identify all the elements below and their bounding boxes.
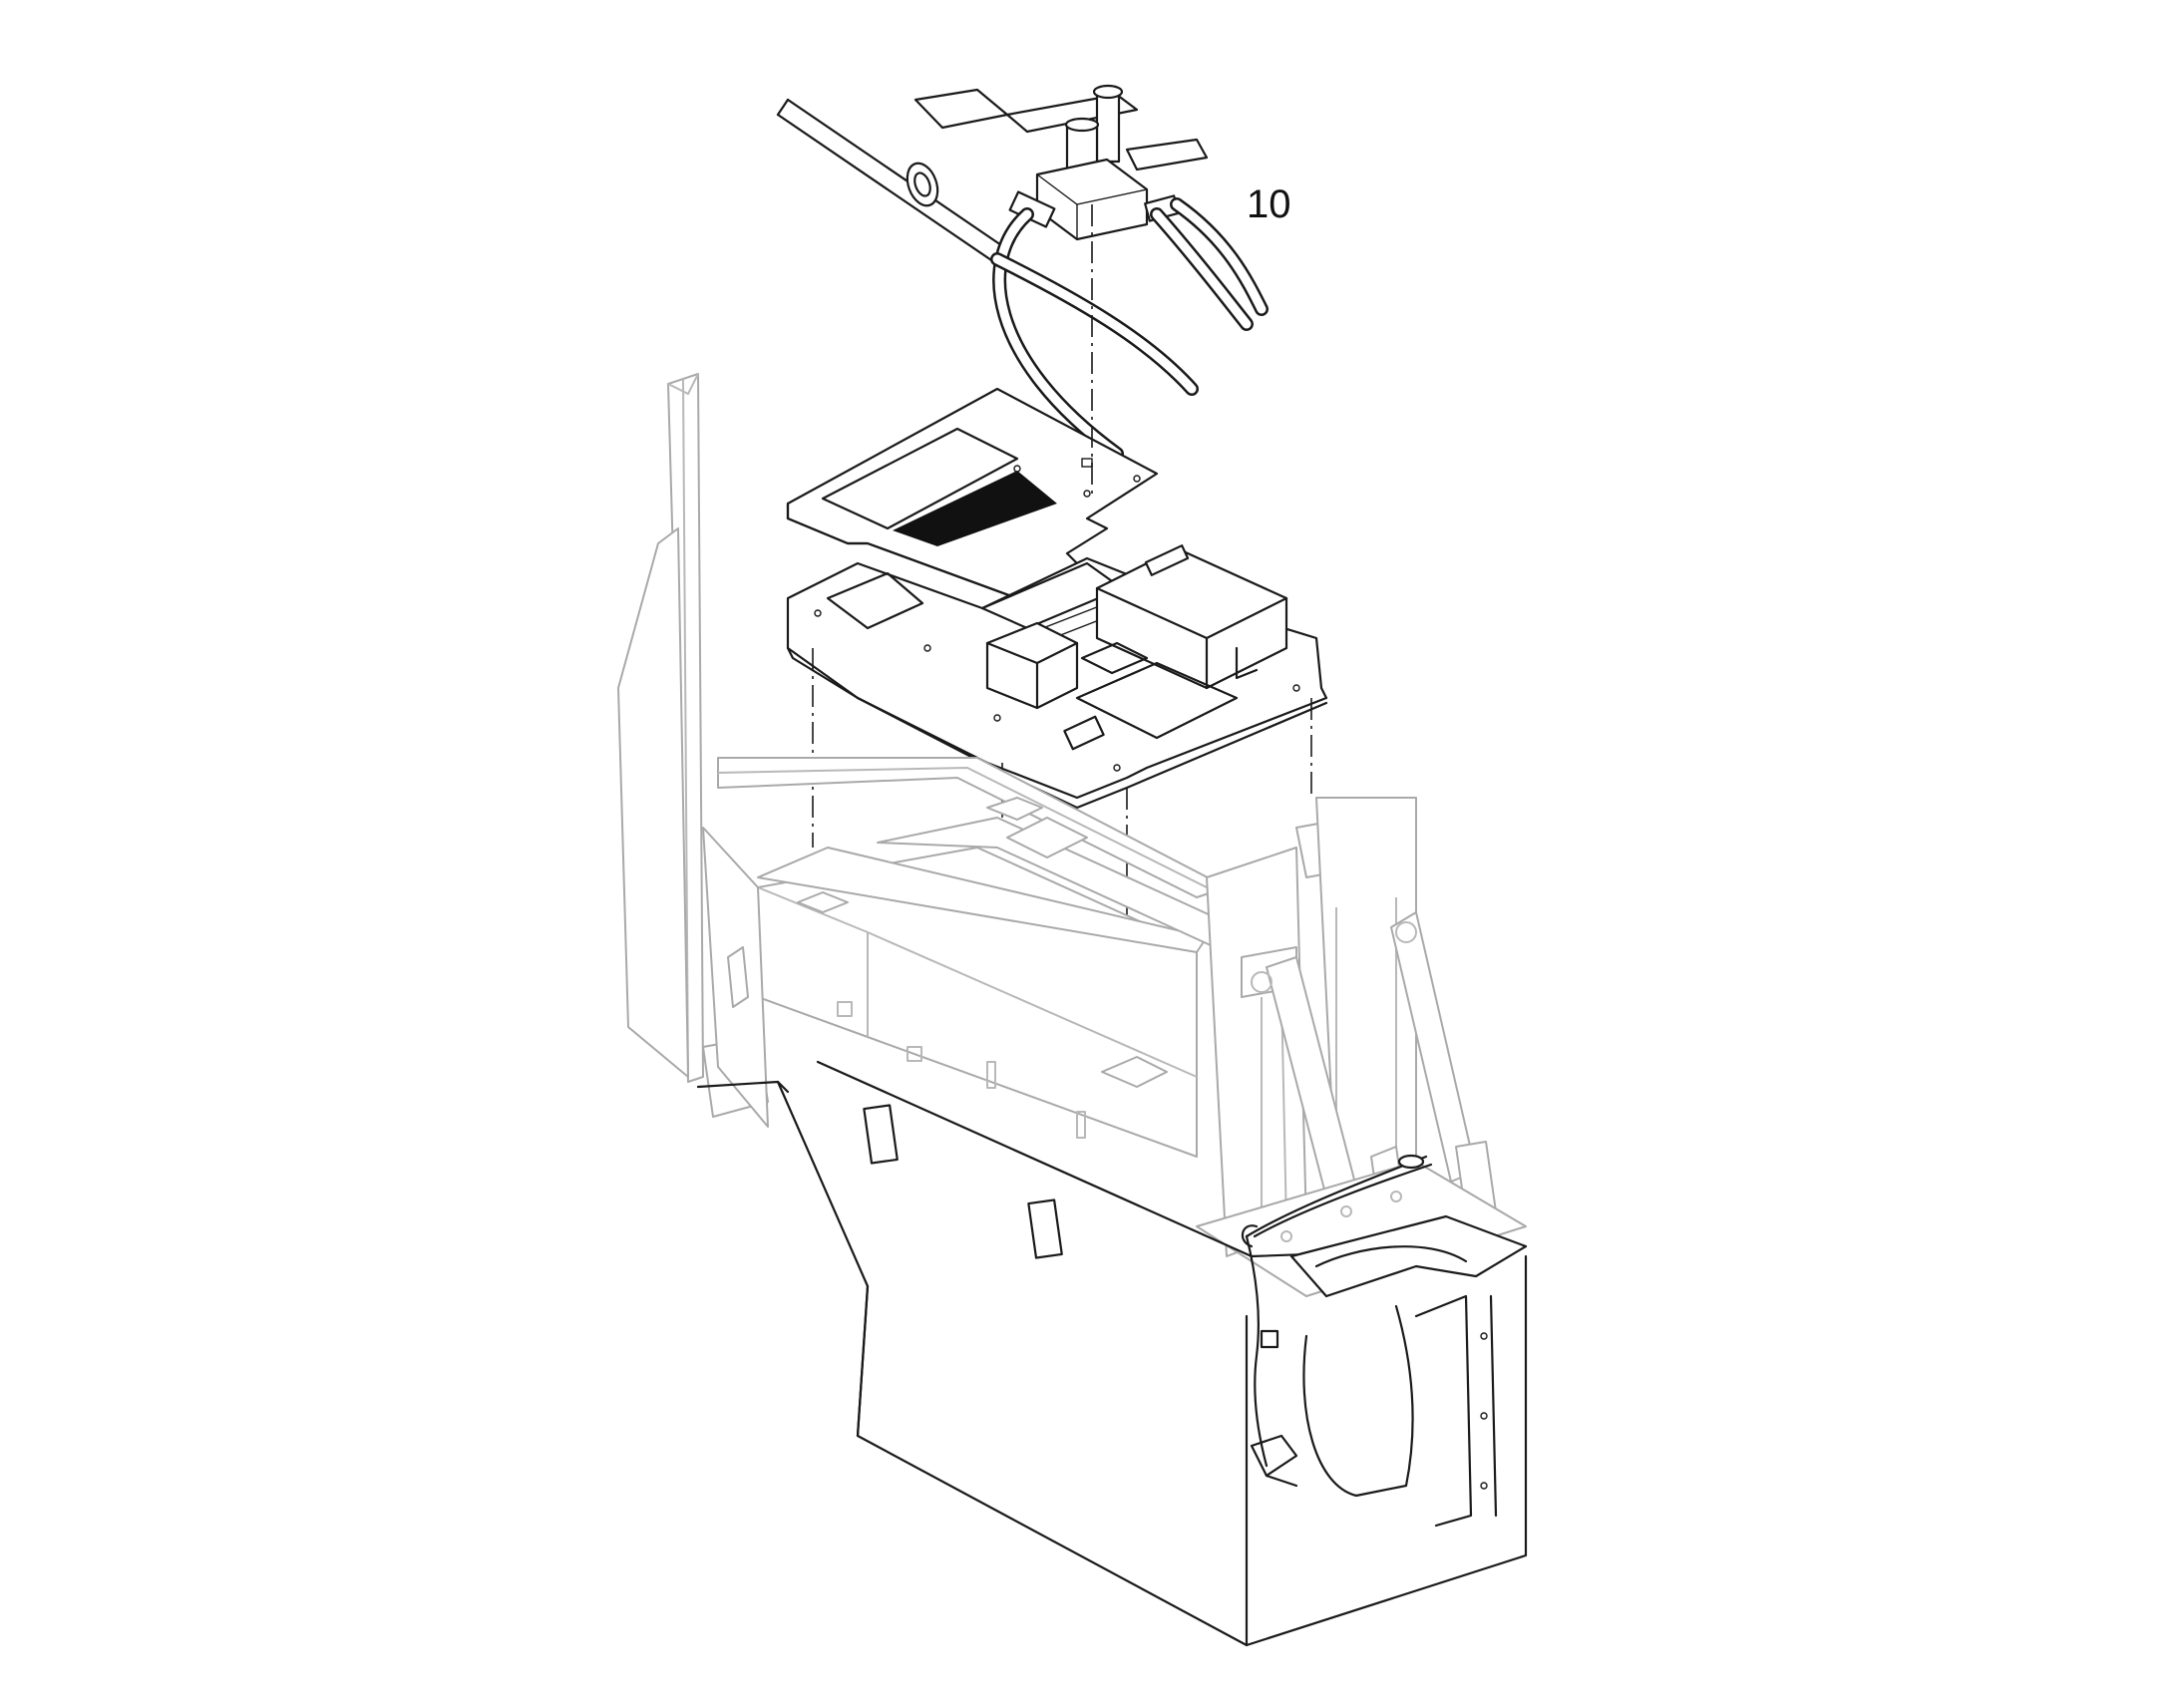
machine-frame <box>702 757 1527 1297</box>
callout-label-10: 10 <box>1247 182 1291 226</box>
upper-floor-panel <box>786 387 1159 600</box>
lower-floor-panel <box>786 544 1328 810</box>
lower-housing <box>696 1060 1528 1647</box>
valve-assembly <box>776 84 1269 461</box>
wiring-harness <box>1241 1154 1433 1488</box>
